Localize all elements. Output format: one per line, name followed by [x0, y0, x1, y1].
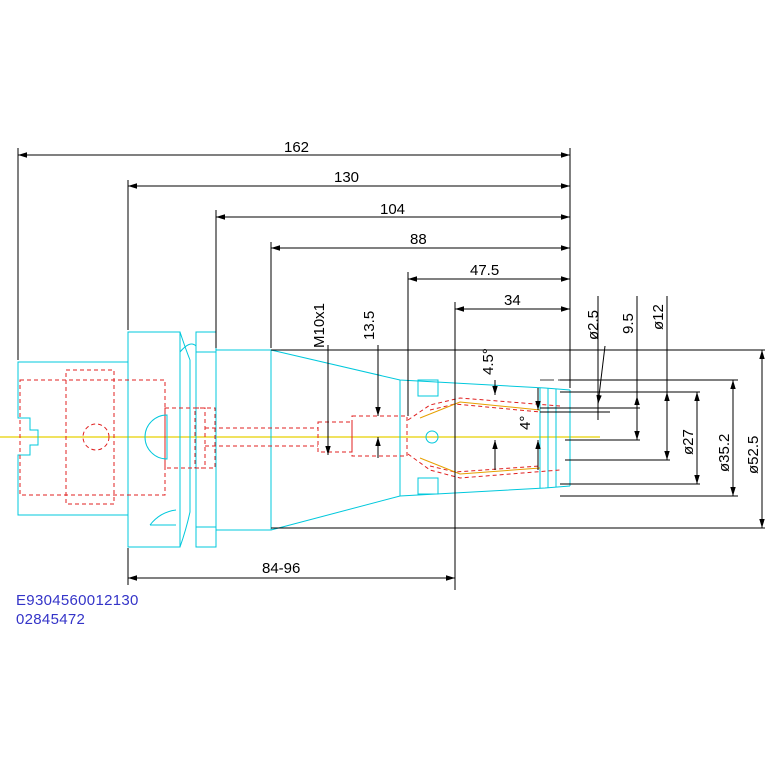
depth-label: 13.5 — [361, 311, 378, 340]
dimension-lines — [17, 148, 765, 590]
dim-34: 34 — [504, 292, 521, 309]
dim-84-96: 84-96 — [262, 560, 300, 577]
dia-52-5-label: ø52.5 — [745, 436, 762, 474]
item-code: 02845472 — [16, 611, 86, 628]
dia-12-label: ø12 — [650, 304, 667, 330]
drive-slot — [144, 414, 168, 460]
hidden-lines — [19, 369, 561, 505]
part-number: E9304560012130 — [16, 592, 139, 609]
dim-130: 130 — [334, 169, 359, 186]
dim-104: 104 — [380, 201, 405, 218]
dia-35-2-label: ø35.2 — [716, 434, 733, 472]
dim-9-5-label: 9.5 — [620, 313, 637, 334]
dim-162: 162 — [284, 139, 309, 156]
angle-outer-label: 4.5° — [480, 348, 497, 375]
dimension-labels: 162 130 104 88 47.5 34 84-96 M10x1 13.5 … — [262, 139, 762, 577]
angle-inner-label: 4° — [517, 416, 534, 430]
dia-27-label: ø27 — [680, 429, 697, 455]
dia-2-5-label: ø2.5 — [585, 310, 602, 340]
centerline-helpers — [300, 349, 620, 381]
nose-cone — [270, 349, 571, 531]
thread-label: M10x1 — [311, 303, 328, 348]
dim-47-5: 47.5 — [470, 262, 499, 279]
dim-88: 88 — [410, 231, 427, 248]
cross-hole — [425, 430, 439, 444]
collet-lines — [419, 401, 541, 475]
shank-outline — [17, 331, 272, 548]
